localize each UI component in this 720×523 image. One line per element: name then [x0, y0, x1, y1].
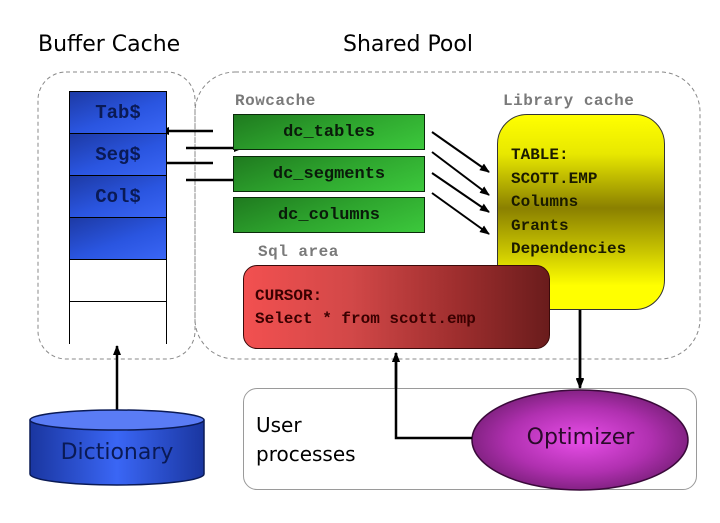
optimizer-ellipse — [471, 389, 689, 491]
rowcache-item-dc-tables: dc_tables — [233, 114, 425, 150]
dictionary-cylinder — [29, 409, 205, 486]
arrow-rowcache-to-library-1 — [431, 131, 490, 173]
optimizer-label: Optimizer — [526, 425, 635, 450]
buffer-cache-title: Buffer Cache — [38, 32, 181, 57]
rowcache-label: Rowcache — [235, 92, 316, 110]
library-line-dependencies: Dependencies — [511, 240, 627, 258]
arrow-rowcache-to-library-4 — [431, 192, 490, 235]
library-cache-box: TABLE: SCOTT.EMP Columns Grants Dependen… — [497, 114, 665, 310]
library-line-grants: Grants — [511, 216, 569, 235]
library-line-columns: Columns — [511, 193, 579, 211]
user-processes-label-line1: User — [256, 413, 302, 437]
buffer-row-empty — [70, 302, 166, 344]
arrow-rowcache-to-library-3 — [431, 172, 490, 213]
buffer-row-tab: Tab$ — [70, 92, 166, 134]
dictionary-label: Dictionary — [60, 440, 174, 465]
rowcache-item-dc-segments: dc_segments — [233, 156, 425, 192]
buffer-cache-column: Tab$ Seg$ Col$ — [69, 91, 167, 344]
sql-line-cursor: CURSOR: — [255, 287, 323, 305]
user-processes-label-line2: processes — [256, 442, 356, 466]
shared-pool-title: Shared Pool — [343, 32, 473, 57]
buffer-row-col: Col$ — [70, 176, 166, 218]
library-line-object: SCOTT.EMP — [511, 169, 598, 188]
sql-area-box: CURSOR: Select * from scott.emp — [243, 265, 550, 349]
buffer-row-empty-filled — [70, 218, 166, 260]
library-cache-label: Library cache — [503, 92, 635, 110]
sql-area-label: Sql area — [258, 243, 339, 261]
library-line-table: TABLE: — [511, 146, 569, 164]
sql-line-statement: Select * from scott.emp — [255, 310, 476, 328]
buffer-row-empty — [70, 260, 166, 302]
buffer-row-seg: Seg$ — [70, 134, 166, 176]
rowcache-item-dc-columns: dc_columns — [233, 197, 425, 233]
arrow-rowcache-to-library-2 — [431, 151, 490, 196]
